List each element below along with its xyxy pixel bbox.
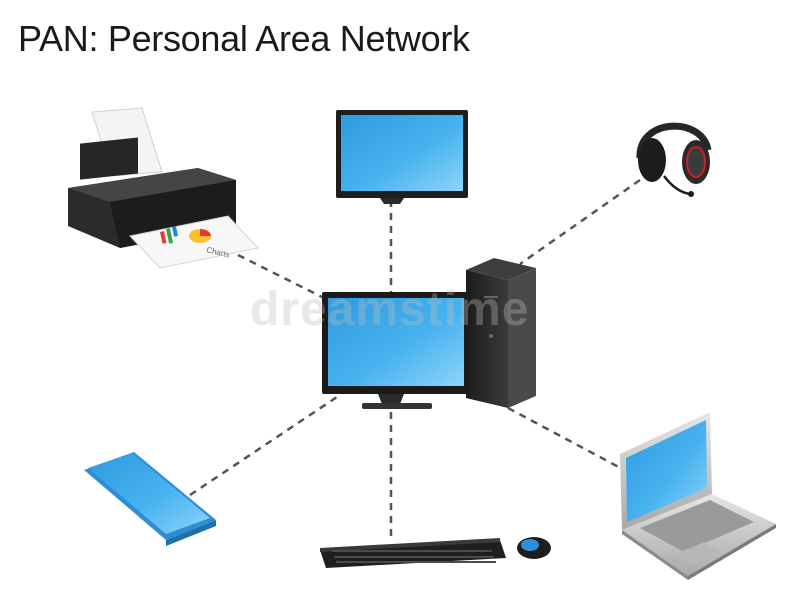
- link-smartphone: [189, 393, 341, 497]
- mouse-icon: [517, 537, 551, 559]
- smartphone-icon: [84, 452, 216, 546]
- link-printer: [237, 253, 329, 302]
- laptop-icon: [620, 412, 776, 580]
- keyboard-icon: [320, 538, 506, 568]
- headset-icon: [636, 122, 712, 197]
- diagram-title: PAN: Personal Area Network: [18, 18, 470, 59]
- network-links: [189, 178, 641, 540]
- monitor-icon: [336, 110, 468, 204]
- printer-icon: Charts: [68, 107, 259, 269]
- desktop-computer-icon: [322, 258, 536, 409]
- link-headset: [519, 178, 641, 266]
- link-laptop: [507, 406, 629, 474]
